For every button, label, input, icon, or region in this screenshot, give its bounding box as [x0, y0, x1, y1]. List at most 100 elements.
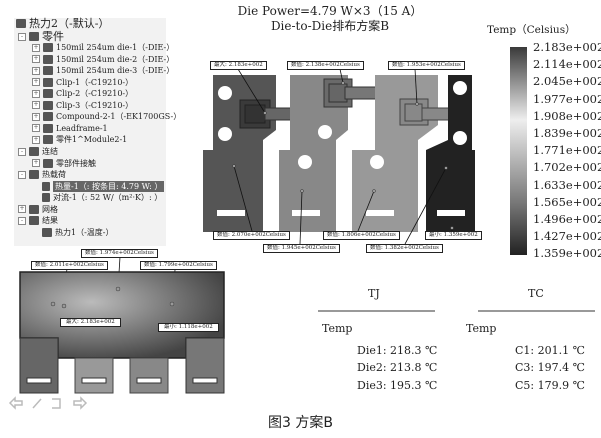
back-arrow-icon[interactable]	[8, 396, 23, 410]
tc-temp-label: Temp	[466, 322, 497, 335]
leadframe-4	[426, 75, 475, 232]
expand-icon[interactable]: +	[32, 124, 40, 132]
tj-temp-label: Temp	[322, 322, 353, 335]
expand-icon[interactable]: +	[32, 89, 40, 98]
legend-title: Temp（Celsius）	[487, 24, 576, 36]
probe-label: 数值: 1.974e+002Celsius	[81, 249, 158, 258]
probe-label: 数值: 1.945e+002Celsius	[263, 244, 340, 253]
tc-value: C3: 197.4 ℃	[515, 361, 585, 374]
parts-icon	[29, 32, 39, 41]
tc-value: C5: 179.9 ℃	[515, 379, 585, 392]
legend-tick-label: 1.427e+002	[533, 229, 601, 244]
legend-tick-label: 1.359e+002	[533, 246, 601, 261]
heat-power-icon	[42, 181, 50, 191]
part-icon	[43, 123, 53, 133]
expand-icon[interactable]: +	[32, 78, 40, 86]
result-plot-icon	[42, 227, 52, 237]
tree-part-item[interactable]: +150mil 254um die-3（-DIE-）	[32, 66, 175, 75]
probe-label-max: 最大: 2.183e+002	[210, 61, 267, 70]
tc-header: TC	[528, 287, 544, 300]
tree-part-item[interactable]: +150mil 254um die-2（-DIE-）	[32, 54, 175, 64]
tree-part-item[interactable]: +Clip-1（-C19210-）	[32, 77, 134, 87]
legend-tick-label: 1.702e+002	[533, 160, 601, 175]
tree-part-item[interactable]: +Clip-3（-C19210-）	[32, 100, 134, 110]
tree-mesh[interactable]: +网格	[18, 204, 58, 214]
probe-label-min: 最小: 1.118e+002	[158, 323, 219, 332]
leadframe-2	[279, 75, 383, 232]
probe-label-min: 最小: 1.359e+002	[425, 231, 482, 240]
legend-color-bar	[510, 47, 527, 255]
probe-label: 数值: 2.138e+002Celsius	[287, 61, 364, 70]
mesh-icon	[29, 204, 39, 214]
convection-icon	[42, 193, 50, 202]
part-icon	[43, 135, 53, 144]
collapse-icon[interactable]: -	[18, 216, 26, 225]
part-icon	[43, 112, 53, 121]
legend-tick-label: 1.771e+002	[533, 143, 601, 158]
part-icon	[43, 54, 53, 64]
tree-heat-power[interactable]: 热量-1（: 按条目: 4.79 W: ）	[42, 180, 165, 192]
bottom-heatmap	[19, 271, 225, 394]
legend-tick-label: 1.977e+002	[533, 91, 601, 106]
part-icon	[43, 43, 53, 52]
legend-tick-label: 1.565e+002	[533, 194, 601, 209]
tree-contact[interactable]: +零部件接触	[32, 158, 96, 168]
bracket-icon[interactable]	[52, 398, 61, 409]
collapse-icon[interactable]: -	[18, 147, 26, 156]
expand-icon[interactable]: +	[18, 205, 26, 213]
legend-tick-label: 1.633e+002	[533, 177, 601, 192]
expand-icon[interactable]: +	[32, 135, 40, 144]
expand-icon[interactable]: +	[32, 66, 40, 75]
contact-icon	[43, 158, 53, 168]
probe-label: 数值: 2.011e+002Celsius	[31, 261, 108, 270]
probe-label-max: 最大: 2.183e+002	[60, 318, 121, 327]
tj-value: Die2: 213.8 ℃	[357, 361, 438, 374]
legend-tick-label: 2.183e+002	[533, 40, 601, 54]
probe-label: 数值: 2.070e+002Celsius	[213, 231, 290, 240]
tree-thermal-result[interactable]: 热力1（-温度-）	[42, 227, 114, 238]
probe-label: 数值: 1.799e+002Celsius	[140, 261, 217, 270]
legend-tick-label: 1.908e+002	[533, 108, 601, 123]
probe-label: 数值: 1.953e+002Celsius	[388, 61, 465, 70]
tree-connections[interactable]: -连结	[18, 146, 58, 157]
expand-icon[interactable]: +	[32, 43, 40, 52]
title-line-1: Die Power=4.79 W×3（15 A）	[237, 4, 423, 18]
part-icon	[43, 77, 53, 87]
expand-icon[interactable]: +	[32, 101, 40, 109]
study-icon	[16, 19, 26, 28]
probe-label: 数值: 1.806e+002Celsius	[323, 231, 400, 240]
expand-icon[interactable]: +	[32, 159, 40, 167]
tj-value: Die1: 218.3 ℃	[357, 344, 438, 357]
part-icon	[43, 89, 53, 98]
pencil-icon[interactable]	[32, 398, 42, 409]
tree-parts[interactable]: -零件	[18, 31, 64, 42]
expand-icon[interactable]: +	[32, 112, 40, 121]
tc-value: C1: 201.1 ℃	[515, 344, 585, 357]
part-icon	[43, 66, 53, 75]
forward-arrow-icon[interactable]	[73, 396, 88, 410]
feature-tree: 热力2（-默认-） -零件 +150mil 254um die-1（-DIE-）…	[14, 18, 181, 246]
legend-tick-label: 2.045e+002	[533, 74, 601, 89]
tree-part-item[interactable]: +150mil 254um die-1（-DIE-）	[32, 43, 175, 52]
tree-part-item[interactable]: +Clip-2（-C19210-）	[32, 89, 134, 98]
tree-part-item[interactable]: +Leadframe-1	[32, 123, 108, 133]
collapse-icon[interactable]: -	[18, 170, 26, 179]
tree-part-item[interactable]: +Compound-2-1（-EK1700GS-）	[32, 112, 182, 121]
figure-caption: 图3 方案B	[268, 415, 333, 431]
tj-value: Die3: 195.3 ℃	[357, 379, 438, 392]
title-line-2: Die-to-Die排布方案B	[270, 19, 390, 33]
connections-icon	[29, 147, 39, 156]
tj-header: TJ	[368, 287, 380, 300]
results-folder-icon	[29, 216, 39, 225]
legend-tick-label: 2.114e+002	[533, 57, 601, 72]
tree-results[interactable]: -结果	[18, 215, 58, 226]
collapse-icon[interactable]: -	[18, 32, 26, 41]
tree-thermal-loads[interactable]: -热载荷	[18, 169, 66, 180]
tree-part-item[interactable]: +零件1^Module2-1	[32, 135, 128, 144]
legend-tick-label: 1.839e+002	[533, 126, 601, 140]
tree-convection[interactable]: 对流-1（: 52 W/（m²·K）: ）	[42, 192, 162, 203]
expand-icon[interactable]: +	[32, 55, 40, 63]
tree-root[interactable]: 热力2（-默认-）	[16, 18, 109, 29]
